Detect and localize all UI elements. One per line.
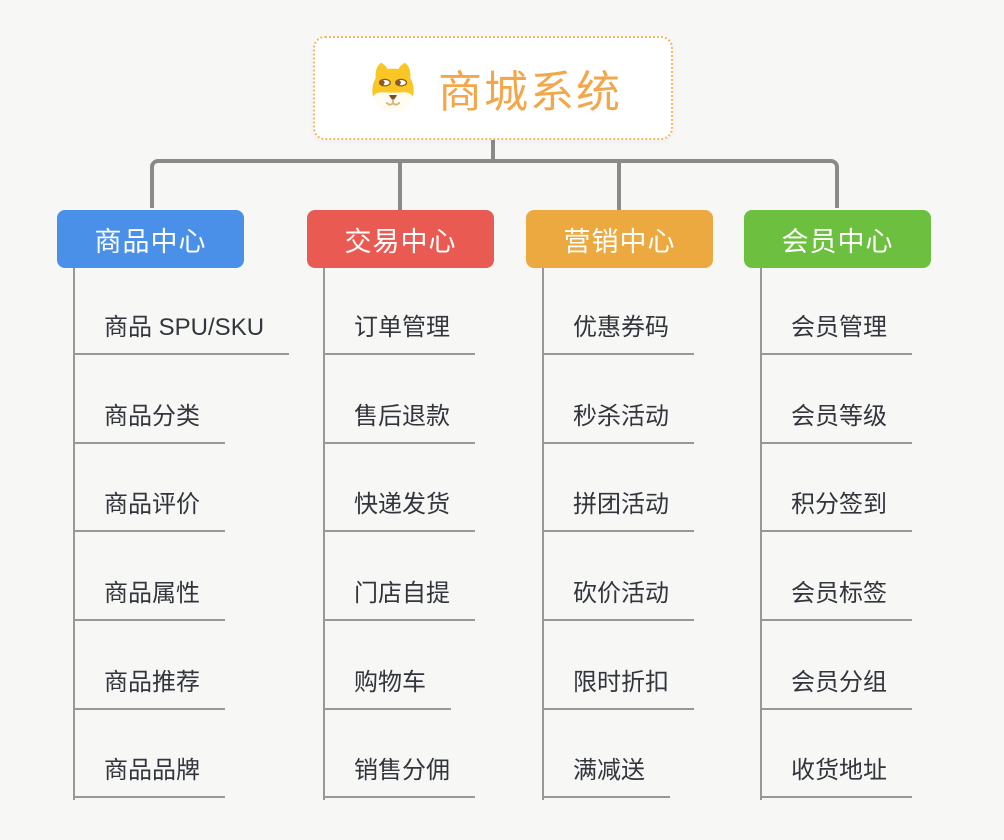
leaf-node[interactable]: 满减送 bbox=[542, 754, 670, 798]
branch-node-member-center[interactable]: 会员中心 bbox=[744, 210, 931, 268]
root-title: 商城系统 bbox=[438, 68, 622, 117]
leaf-node[interactable]: 优惠券码 bbox=[542, 311, 694, 355]
leaf-node[interactable]: 会员标签 bbox=[760, 577, 912, 621]
leaf-node[interactable]: 拼团活动 bbox=[542, 488, 694, 532]
connector-spine bbox=[73, 268, 75, 800]
leaf-node[interactable]: 会员等级 bbox=[760, 400, 912, 444]
leaf-node[interactable]: 限时折扣 bbox=[542, 666, 694, 710]
connector-spine bbox=[542, 268, 544, 800]
branch-node-marketing-center[interactable]: 营销中心 bbox=[526, 210, 713, 268]
leaf-node[interactable]: 秒杀活动 bbox=[542, 400, 694, 444]
leaf-node[interactable]: 购物车 bbox=[323, 666, 451, 710]
leaf-node[interactable]: 门店自提 bbox=[323, 577, 475, 621]
branch-children-member-center: 会员管理 会员等级 积分签到 会员标签 会员分组 收货地址 bbox=[760, 268, 1004, 808]
branch-children-trade-center: 订单管理 售后退款 快递发货 门店自提 购物车 销售分佣 bbox=[323, 268, 573, 808]
leaf-node[interactable]: 商品推荐 bbox=[73, 666, 225, 710]
leaf-node[interactable]: 商品属性 bbox=[73, 577, 225, 621]
leaf-node[interactable]: 商品评价 bbox=[73, 488, 225, 532]
leaf-node[interactable]: 积分签到 bbox=[760, 488, 912, 532]
leaf-node[interactable]: 收货地址 bbox=[760, 754, 912, 798]
branch-children-marketing-center: 优惠券码 秒杀活动 拼团活动 砍价活动 限时折扣 满减送 bbox=[542, 268, 792, 808]
leaf-node[interactable]: 销售分佣 bbox=[323, 754, 475, 798]
dog-face-icon bbox=[372, 62, 414, 113]
leaf-node[interactable]: 会员分组 bbox=[760, 666, 912, 710]
branch-node-trade-center[interactable]: 交易中心 bbox=[307, 210, 494, 268]
leaf-node[interactable]: 订单管理 bbox=[323, 311, 475, 355]
leaf-node[interactable]: 售后退款 bbox=[323, 400, 475, 444]
leaf-node[interactable]: 快递发货 bbox=[323, 488, 475, 532]
connector-spine bbox=[760, 268, 762, 800]
leaf-node[interactable]: 商品品牌 bbox=[73, 754, 225, 798]
connector-spine bbox=[323, 268, 325, 800]
leaf-node[interactable]: 砍价活动 bbox=[542, 577, 694, 621]
leaf-node[interactable]: 会员管理 bbox=[760, 311, 912, 355]
branch-node-product-center[interactable]: 商品中心 bbox=[57, 210, 244, 268]
branch-children-product-center: 商品 SPU/SKU 商品分类 商品评价 商品属性 商品推荐 商品品牌 bbox=[73, 268, 323, 808]
connector-root-stub bbox=[491, 139, 495, 163]
leaf-node[interactable]: 商品 SPU/SKU bbox=[73, 311, 290, 355]
leaf-node[interactable]: 商品分类 bbox=[73, 400, 225, 444]
connector-bus bbox=[150, 159, 839, 208]
connector-drop-marketing bbox=[617, 161, 621, 210]
connector-drop-trade bbox=[398, 161, 402, 210]
root-node-mall-system[interactable]: 商城系统 bbox=[313, 36, 673, 140]
